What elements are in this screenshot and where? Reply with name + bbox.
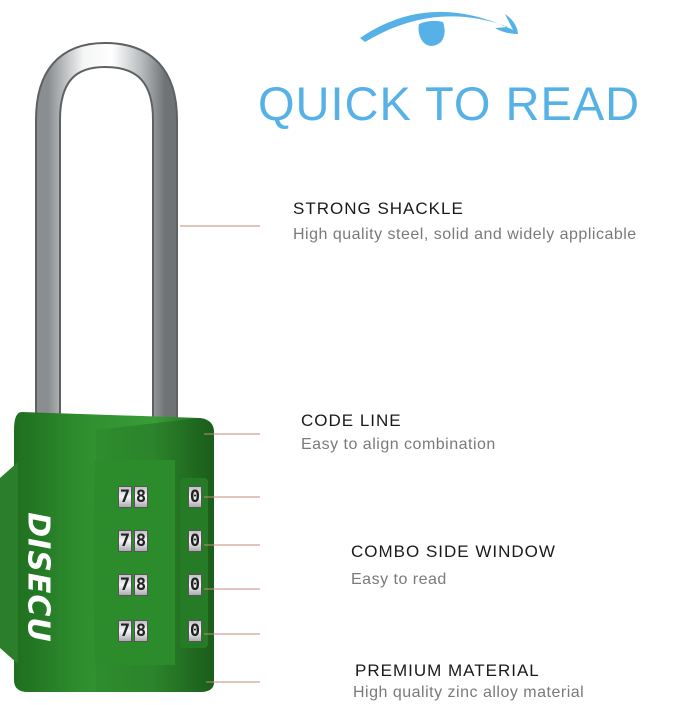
brand-logo: DISECU [20,512,56,643]
dial-digit[interactable]: 8 [134,530,148,552]
dial-digit[interactable]: 8 [134,574,148,596]
side-window-digit: 0 [188,574,202,596]
feature-desc-strong-shackle: High quality steel, solid and widely app… [293,226,637,243]
dial-digit[interactable]: 7 [118,620,132,642]
feature-title-strong-shackle: STRONG SHACKLE [293,199,464,218]
dial-digit[interactable]: 8 [134,486,148,508]
eye-icon [360,11,518,46]
feature-title-premium-material: PREMIUM MATERIAL [355,661,540,680]
feature-title-combo-side-window: COMBO SIDE WINDOW [351,542,556,561]
dial-digit[interactable]: 7 [118,486,132,508]
dial-digit[interactable]: 7 [118,574,132,596]
feature-desc-premium-material: High quality zinc alloy material [353,684,585,701]
side-window-digit: 0 [188,530,202,552]
side-window-digit: 0 [188,486,202,508]
feature-title-code-line: CODE LINE [301,411,402,430]
dial-digit[interactable]: 8 [134,620,148,642]
dial-digit[interactable]: 7 [118,530,132,552]
feature-desc-code-line: Easy to align combination [301,436,496,453]
feature-desc-combo-side-window: Easy to read [351,571,447,588]
headline: QUICK TO READ [258,77,641,130]
side-window-digit: 0 [188,620,202,642]
